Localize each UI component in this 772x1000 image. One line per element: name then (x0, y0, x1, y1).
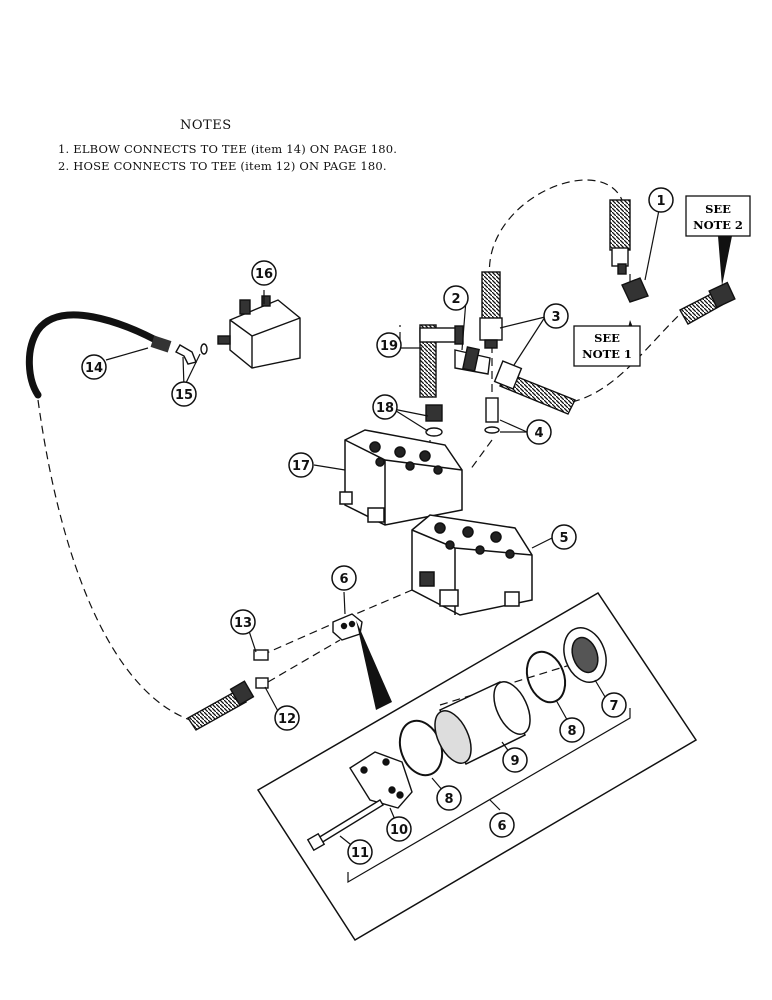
callout-16: 16 (251, 260, 277, 286)
adapter-2 (454, 346, 491, 375)
callout-17: 17 (288, 452, 314, 478)
svg-text:14: 14 (85, 361, 103, 376)
svg-text:1: 1 (656, 194, 665, 209)
svg-text:5: 5 (559, 531, 568, 546)
callout-11: 11 (347, 839, 373, 865)
hose-fitting-3 (479, 271, 576, 415)
see-note-1-box: SEE NOTE 1 (573, 320, 641, 367)
callout-8-left: 8 (436, 785, 462, 811)
notes-title: NOTES (180, 118, 232, 133)
note-2: 2. HOSE CONNECTS TO TEE (item 12) ON PAG… (58, 159, 387, 173)
hose-end-lower (186, 680, 255, 731)
svg-text:3: 3 (551, 310, 560, 325)
callout-13: 13 (230, 609, 256, 635)
svg-text:17: 17 (292, 459, 310, 474)
hose-end-1 (609, 199, 649, 303)
callout-5: 5 (551, 524, 577, 550)
callout-7: 7 (601, 692, 627, 718)
callout-1: 1 (648, 187, 674, 213)
svg-text:8: 8 (567, 724, 576, 739)
callout-19: 19 (376, 332, 402, 358)
tube-fitting-19 (419, 324, 464, 398)
svg-text:18: 18 (376, 401, 394, 416)
plug-13 (253, 649, 269, 661)
elbow-15 (175, 343, 208, 365)
control-valve-5 (411, 514, 533, 616)
callouts: 1 2 3 4 5 6 6 7 8 8 9 10 11 12 13 14 15 … (81, 187, 674, 865)
svg-text:7: 7 (609, 699, 618, 714)
callout-4: 4 (526, 419, 552, 445)
see-note-2-line2: NOTE 2 (693, 218, 743, 232)
svg-text:12: 12 (278, 712, 296, 727)
hose-end-note2 (679, 281, 736, 325)
svg-text:6: 6 (497, 819, 506, 834)
callout-3: 3 (543, 303, 569, 329)
svg-text:8: 8 (444, 792, 453, 807)
svg-text:9: 9 (510, 754, 519, 769)
svg-text:10: 10 (390, 823, 408, 838)
callout-18: 18 (372, 394, 398, 420)
svg-text:19: 19 (380, 339, 398, 354)
svg-text:15: 15 (175, 388, 193, 403)
see-note-1-line1: SEE (594, 331, 620, 345)
callout-6-lower: 6 (489, 812, 515, 838)
callout-6-upper: 6 (331, 565, 357, 591)
bolt-11 (306, 799, 384, 852)
see-note-2-box: SEE NOTE 2 (685, 195, 751, 286)
callout-15: 15 (171, 381, 197, 407)
callout-2: 2 (443, 285, 469, 311)
svg-text:16: 16 (255, 267, 273, 282)
fitting-12 (255, 677, 269, 689)
callout-8-right: 8 (559, 717, 585, 743)
control-valve-17 (339, 429, 463, 526)
svg-text:13: 13 (234, 616, 252, 631)
oring-8-right (525, 650, 567, 704)
connector-4 (484, 397, 500, 434)
callout-12: 12 (274, 705, 300, 731)
see-note-1-line2: NOTE 1 (582, 347, 632, 361)
callout-10: 10 (386, 816, 412, 842)
note-1: 1. ELBOW CONNECTS TO TEE (item 14) ON PA… (58, 142, 398, 156)
retainer-7 (563, 627, 607, 683)
callout-9: 9 (502, 747, 528, 773)
svg-text:2: 2 (451, 292, 460, 307)
svg-text:6: 6 (339, 572, 348, 587)
notes-block: NOTES 1. ELBOW CONNECTS TO TEE (item 14)… (58, 118, 478, 175)
callout-14: 14 (81, 354, 107, 380)
see-note-2-line1: SEE (705, 202, 731, 216)
leader-lines (105, 199, 662, 853)
check-valve-6-small (332, 613, 363, 641)
fitting-18 (425, 404, 443, 437)
svg-text:11: 11 (351, 846, 369, 861)
cover-10 (349, 751, 413, 809)
hose-14 (25, 311, 172, 399)
bracket-6 (347, 708, 631, 884)
svg-text:4: 4 (534, 426, 543, 441)
relief-valve-16 (217, 295, 301, 369)
exploded-view-frame (256, 591, 698, 942)
